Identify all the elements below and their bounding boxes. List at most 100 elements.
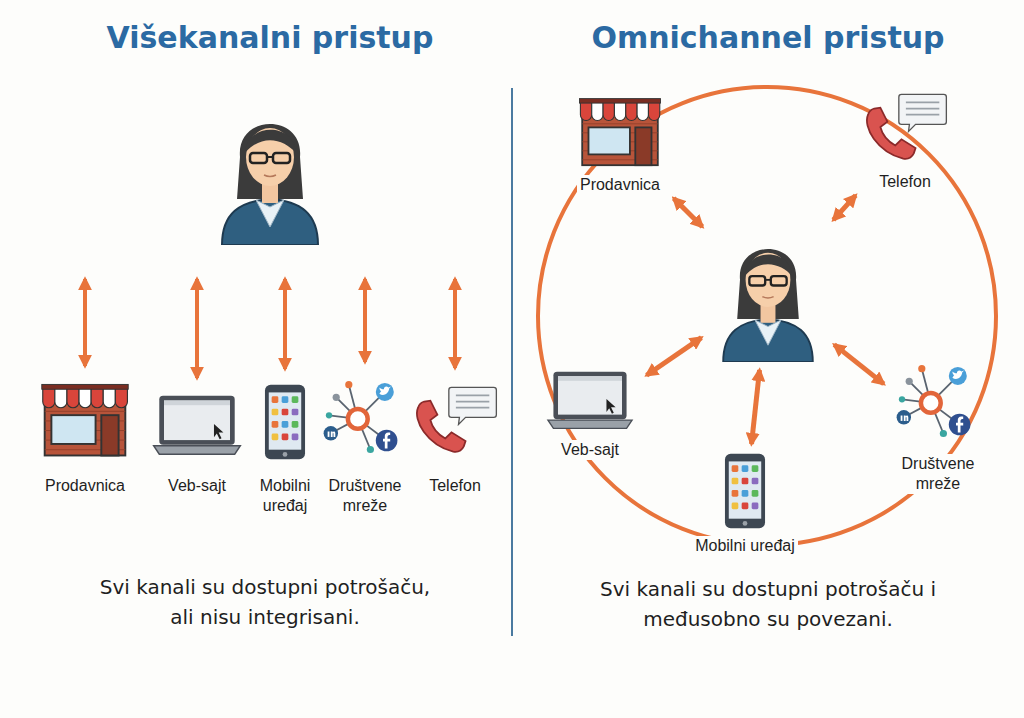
customer-node [708, 222, 828, 362]
app-icon [732, 478, 739, 485]
app-icon [732, 465, 739, 472]
awning-stripe [43, 388, 55, 407]
connector-arrow [647, 338, 702, 376]
bubble-line [456, 394, 489, 396]
awning-top [580, 99, 661, 104]
channel-label: Društvene mreže [320, 476, 410, 516]
awning-stripe [67, 388, 79, 407]
laptop-frame [159, 396, 234, 445]
panel-title: Omnichannel pristup [533, 20, 1003, 56]
channel-node: Društvene mreže [890, 360, 986, 494]
connector-arrow [674, 198, 703, 226]
connector-arrow [283, 279, 287, 369]
network-dot [918, 365, 925, 372]
app-icon [742, 478, 749, 485]
laptop-base [154, 446, 241, 454]
network-dot [345, 381, 352, 388]
connector-arrow [453, 279, 457, 368]
laptop-bar [164, 400, 230, 405]
network-hub [921, 393, 941, 413]
omnichannel-ring [538, 87, 996, 545]
phone-screen [269, 392, 301, 449]
awning-stripe [91, 388, 103, 407]
home-button [283, 452, 288, 457]
awning-stripe [103, 388, 115, 407]
bubble-line [906, 108, 939, 110]
channel-label: Prodavnica [577, 175, 663, 195]
shirt-collar [755, 320, 781, 345]
app-icon [282, 433, 289, 440]
channel-node: Prodavnica [37, 380, 133, 496]
panel-caption: Svi kanali su dostupni potrošaču, ali ni… [98, 572, 433, 632]
awning-stripe [592, 102, 603, 120]
laptop-screen [558, 376, 622, 414]
panel-title: Višekanalni pristup [35, 20, 505, 56]
awning-stripe [55, 388, 67, 407]
app-icon [752, 465, 759, 472]
channel-node: Telefon [411, 382, 499, 496]
laptop-icon [540, 368, 640, 432]
phone-body [725, 454, 765, 528]
glasses-bridge [267, 156, 273, 158]
laptop-base [548, 420, 632, 428]
app-icon [272, 421, 279, 428]
channel-node: Telefon [861, 90, 949, 192]
person-icon [210, 95, 330, 245]
awning-stripe [637, 102, 648, 120]
channel-label: Veb-sajt [165, 476, 229, 496]
mouse-cursor [214, 424, 223, 439]
phone-screen [729, 461, 761, 518]
twitter-bird [379, 386, 391, 394]
facebook-logo [376, 430, 398, 452]
telephone-handset [867, 108, 916, 159]
app-icon [742, 490, 749, 497]
speech-bubble [899, 94, 947, 131]
connector-arrow [751, 370, 759, 444]
channel-label: Mobilni uređaj [249, 476, 321, 516]
glasses-lens [749, 276, 765, 285]
hair-bangs [745, 254, 793, 276]
network-hub [348, 409, 368, 429]
app-icon [732, 490, 739, 497]
awning-stripe [626, 102, 637, 120]
bubble-line [906, 101, 939, 103]
network-dot [333, 394, 340, 401]
awning-stripe [115, 388, 127, 407]
channel-label: Mobilni uređaj [692, 536, 798, 556]
glasses-lens [771, 276, 787, 285]
panel-divider [511, 88, 513, 636]
linkedin-mark [331, 432, 336, 437]
bubble-line [456, 407, 489, 409]
store-window [589, 127, 630, 154]
app-icon [292, 409, 299, 416]
phone-icon [724, 452, 766, 530]
store-door [101, 415, 118, 455]
app-icon [742, 465, 749, 472]
network-dot [899, 396, 905, 402]
linkedin-mark [901, 416, 903, 421]
app-icon [732, 502, 739, 509]
app-icon [752, 490, 759, 497]
app-icon [272, 409, 279, 416]
channel-node: Mobilni uređaj [249, 383, 321, 516]
laptop-bar [558, 376, 622, 381]
social-icon [893, 360, 983, 444]
awning-top [42, 384, 128, 389]
store-icon [572, 95, 668, 167]
app-icon [752, 502, 759, 509]
phone-icon [264, 383, 306, 461]
app-icon [272, 396, 279, 403]
awning-stripe [614, 102, 625, 120]
jacket [723, 319, 813, 362]
mouth [264, 175, 276, 177]
channel-label: Prodavnica [42, 476, 128, 496]
connector-arrow [195, 279, 199, 378]
store-wall [45, 402, 126, 456]
twitter-logo [376, 383, 394, 401]
mouse-cursor [606, 399, 615, 414]
channel-label: Društvene mreže [890, 454, 986, 494]
home-button [743, 521, 748, 526]
app-icon [282, 396, 289, 403]
store-icon [37, 380, 133, 458]
network-dot [326, 412, 332, 418]
